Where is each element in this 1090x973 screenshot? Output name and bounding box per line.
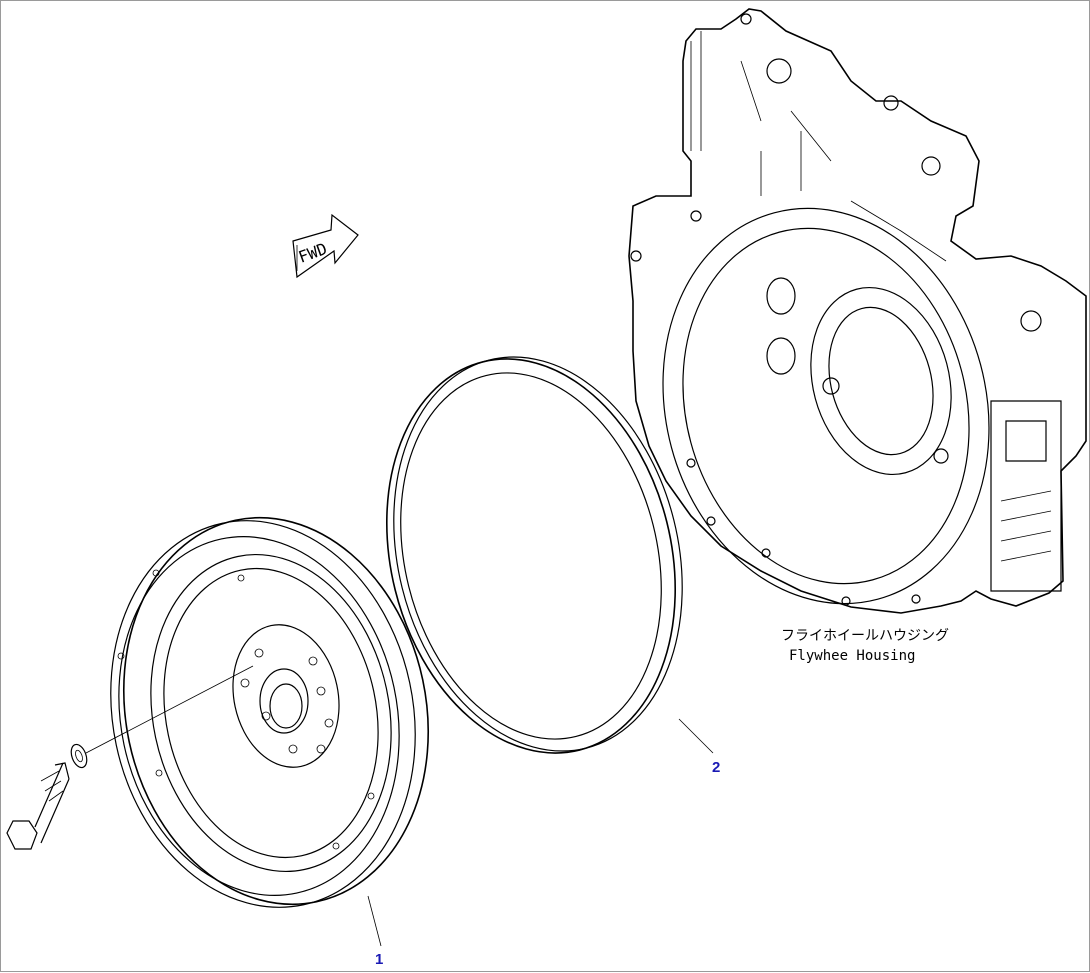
housing-label-english: Flywhee Housing bbox=[789, 648, 916, 664]
flywheel bbox=[110, 516, 430, 908]
callout-2: 2 bbox=[712, 759, 721, 776]
bolt-leader-line bbox=[85, 665, 254, 754]
fwd-arrow-text: FWD bbox=[296, 239, 330, 267]
ring-gear bbox=[385, 356, 683, 754]
bolt-icon bbox=[6, 762, 70, 850]
callout-2-leader bbox=[678, 718, 714, 754]
washer-icon bbox=[70, 743, 88, 769]
callout-1-leader bbox=[367, 895, 382, 947]
callout-1: 1 bbox=[375, 951, 384, 968]
housing-label-japanese: フライホイールハウジング bbox=[781, 628, 949, 644]
flywheel-housing bbox=[628, 8, 1087, 614]
fwd-arrow-icon: FWD bbox=[292, 213, 359, 279]
